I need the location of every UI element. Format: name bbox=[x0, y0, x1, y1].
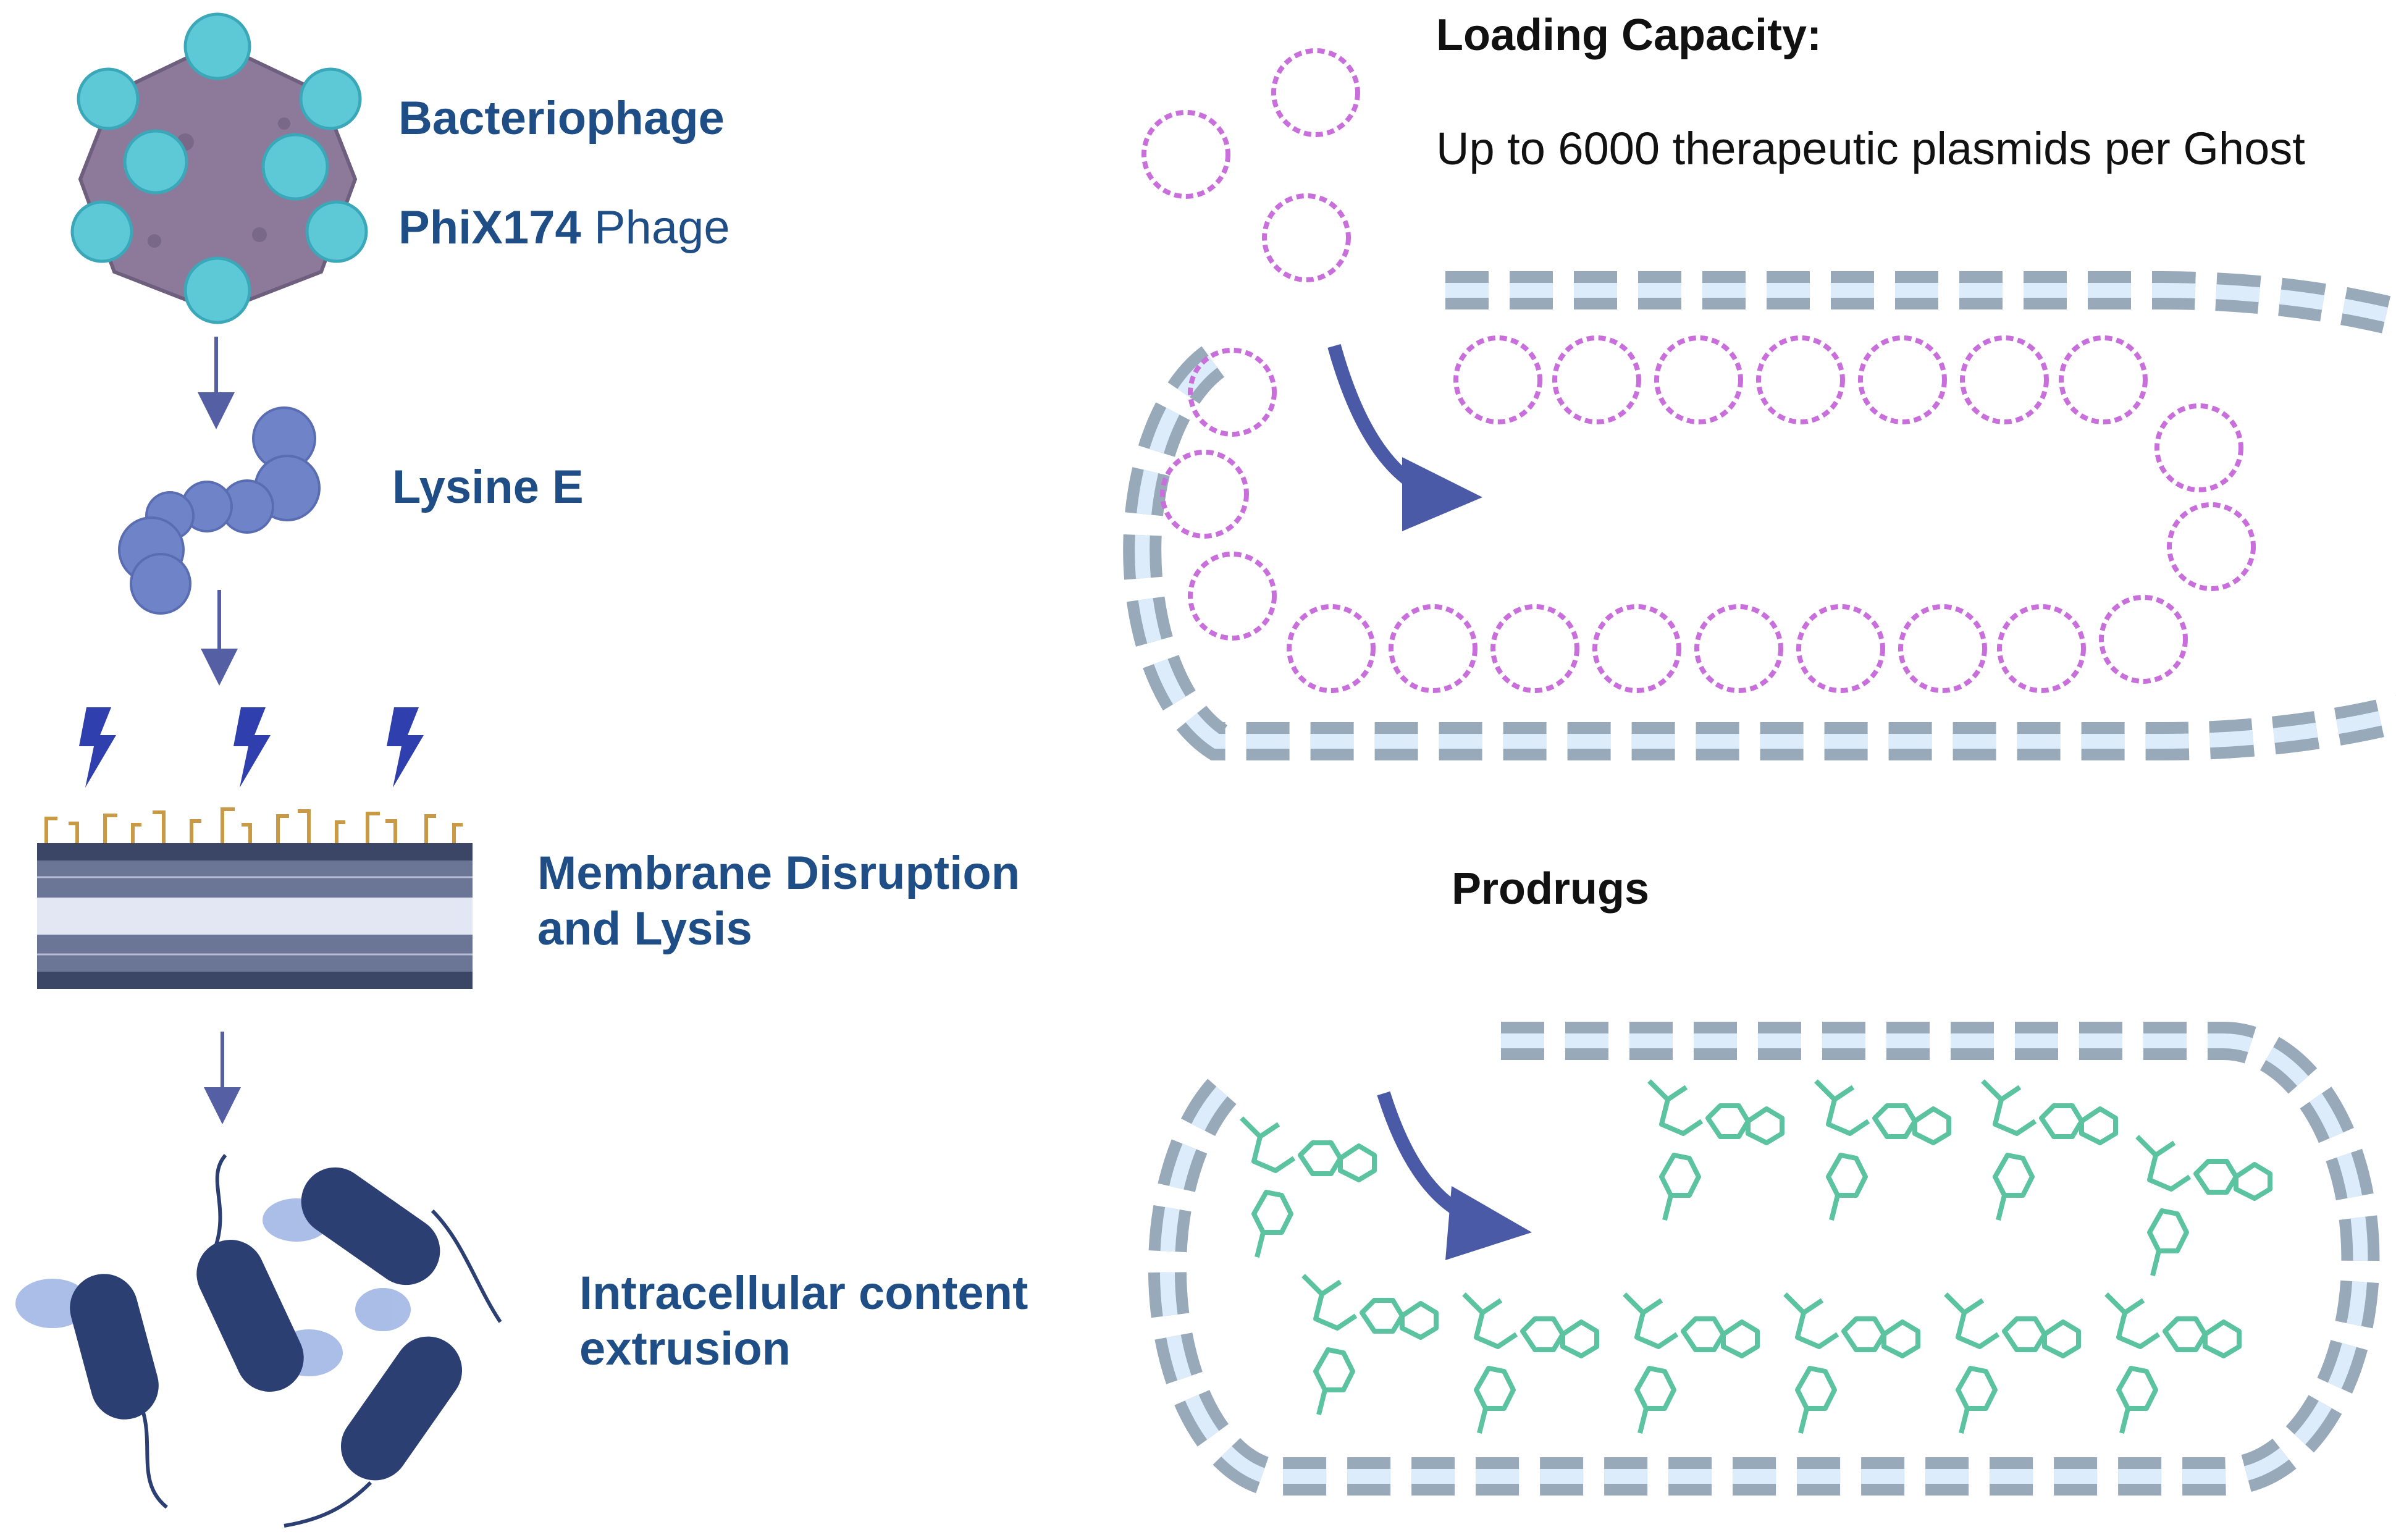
bacterial-ghost-icon bbox=[1123, 271, 2396, 760]
bacteriophage-label: Bacteriophage bbox=[398, 92, 725, 145]
membrane-disruption-label-line2: and Lysis bbox=[537, 903, 752, 955]
loading-capacity-title: Loading Capacity: bbox=[1436, 11, 1822, 60]
bacteria-icon bbox=[15, 1154, 502, 1528]
membrane-disruption-label-line1: Membrane Disruption bbox=[537, 847, 1020, 899]
phage-strain-label: PhiX174 Phage bbox=[398, 201, 730, 255]
loading-arrow bbox=[1327, 344, 1482, 531]
extrusion-label-line1: Intracellular content bbox=[579, 1267, 1028, 1319]
plasmid-icon bbox=[1141, 48, 2256, 693]
lightning-icon bbox=[79, 707, 424, 788]
extrusion-label-line2: extrusion bbox=[579, 1323, 791, 1375]
membrane-bilayer-icon bbox=[37, 807, 473, 989]
lysine-e-protein-icon bbox=[118, 406, 321, 615]
prodrugs-title: Prodrugs bbox=[1452, 864, 1650, 914]
loading-capacity-text: Up to 6000 therapeutic plasmids per Ghos… bbox=[1436, 123, 2305, 174]
phage-word: Phage bbox=[594, 201, 730, 254]
prodrug-loading-arrow bbox=[1377, 1091, 1532, 1260]
lysine-e-label: Lysine E bbox=[392, 461, 584, 513]
phage-icon bbox=[70, 12, 368, 324]
phage-strain-name: PhiX174 bbox=[398, 201, 581, 254]
prodrug-molecule-icon bbox=[1240, 1079, 2272, 1434]
bacterial-ghost-icon-lower bbox=[1148, 1022, 2380, 1496]
